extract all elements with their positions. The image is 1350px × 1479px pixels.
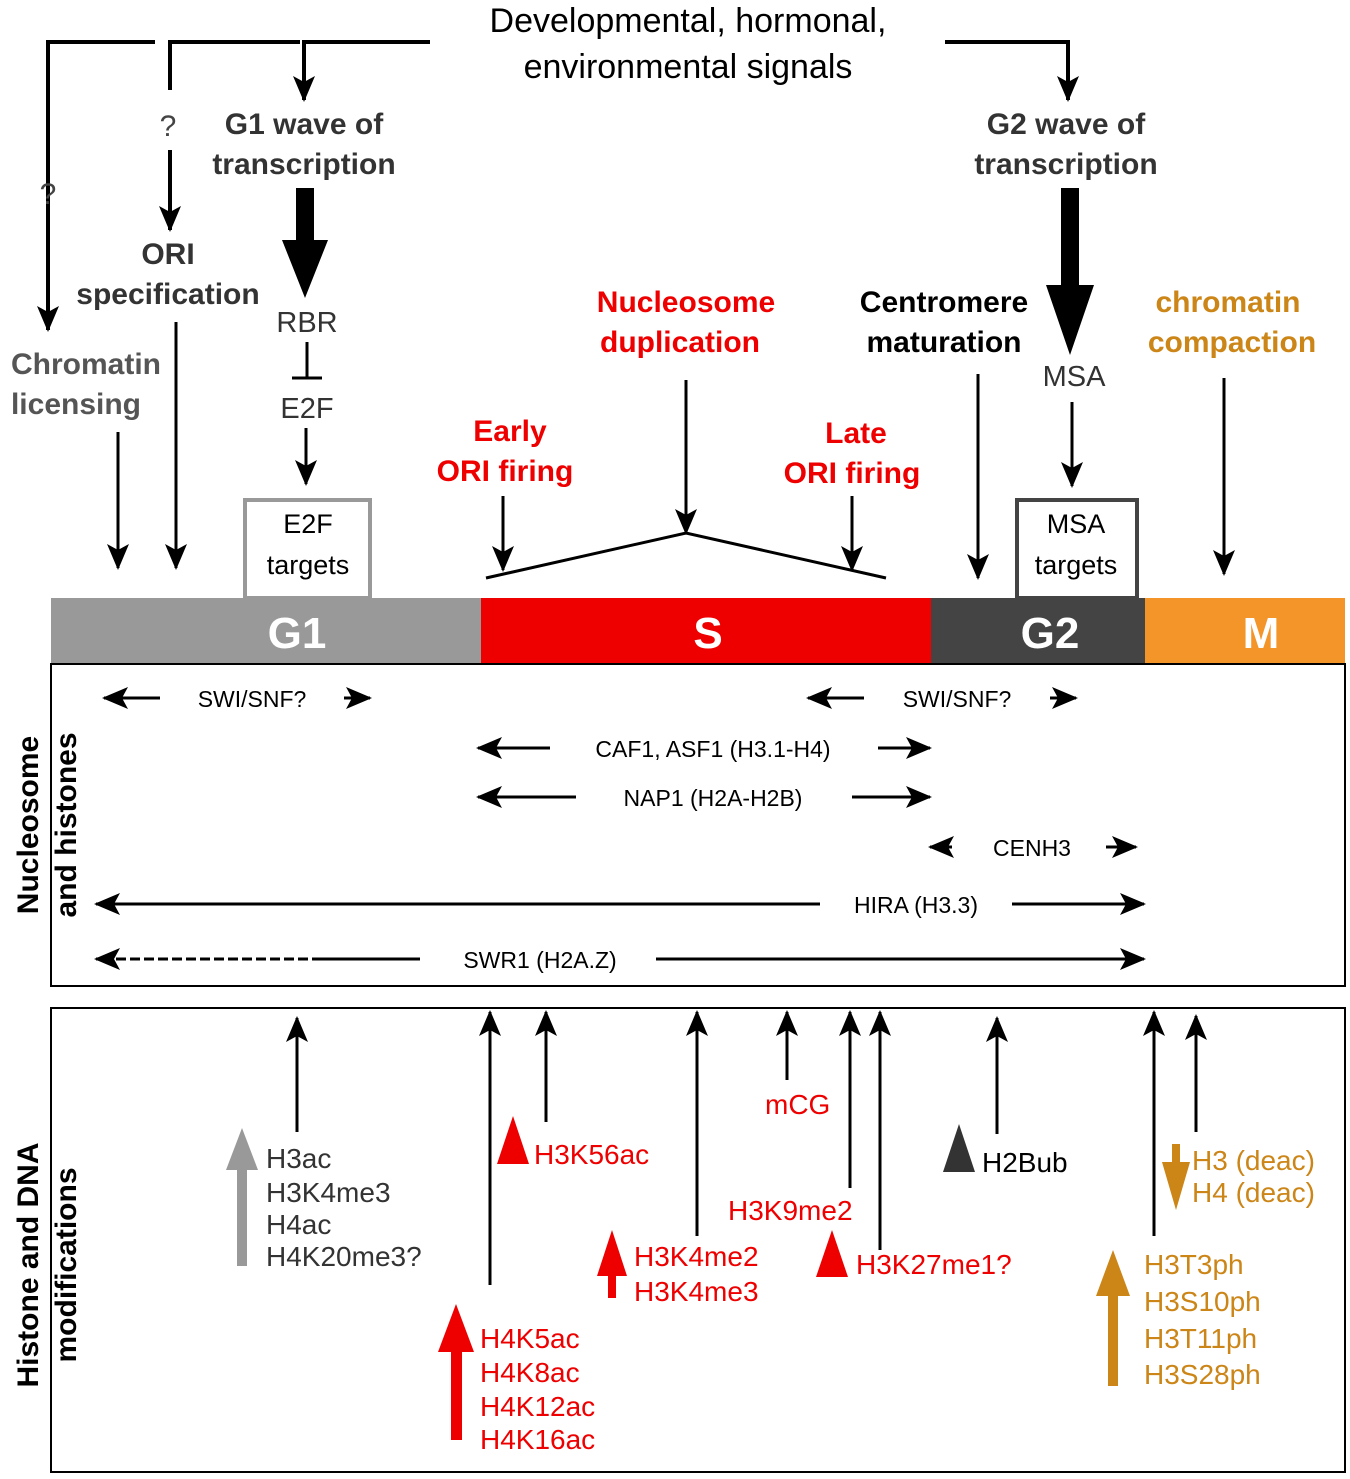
msa-label: MSA <box>1043 361 1107 393</box>
phase-g2-label: G2 <box>1021 609 1080 658</box>
g1-mark-1: H3K4me3 <box>266 1177 391 1208</box>
h3k9me2-label: H3K9me2 <box>728 1195 853 1226</box>
nucleosome-panel <box>50 663 1346 987</box>
h3k56ac-triangle <box>497 1116 529 1164</box>
ph-mark-1: H3S10ph <box>1144 1286 1261 1317</box>
g2-wave-line2: transcription <box>974 148 1157 181</box>
h4-mark-0: H4K5ac <box>480 1323 580 1354</box>
msa-targets-line2: targets <box>1035 550 1118 580</box>
cenh3-label: CENH3 <box>993 835 1071 861</box>
g1-increase-arrow <box>226 1128 258 1266</box>
ph-mark-2: H3T11ph <box>1144 1323 1257 1354</box>
ori-spec-line1: ORI <box>141 238 194 271</box>
deac-marks: H3 (deac) H4 (deac) <box>1192 1145 1315 1208</box>
phase-g1-label: G1 <box>268 609 327 658</box>
msa-targets-line1: MSA <box>1047 509 1106 539</box>
nucleosome-side-line1: Nucleosome <box>12 736 45 914</box>
nuc-dup-line2: duplication <box>600 326 760 359</box>
modifications-side-line2: modifications <box>50 1167 83 1362</box>
h3k4-mark-0: H3K4me2 <box>634 1241 759 1272</box>
signal-connectors <box>37 40 1079 332</box>
hira-label: HIRA (H3.3) <box>854 892 978 918</box>
phase-s-bar <box>481 598 931 664</box>
e2f-label: E2F <box>280 393 333 425</box>
nucleosome-side-label: Nucleosome and histones <box>12 732 83 917</box>
top-down-arrows <box>107 322 1235 580</box>
compaction-line2: compaction <box>1148 326 1316 359</box>
deac-mark-1: H4 (deac) <box>1192 1177 1315 1208</box>
early-ori-line1: Early <box>473 415 547 448</box>
g1-wave-line2: transcription <box>212 148 395 181</box>
signals-title-line2: environmental signals <box>524 48 853 86</box>
h3k56ac-label: H3K56ac <box>534 1139 649 1170</box>
licensing-line1: Chromatin <box>11 348 161 381</box>
swisnf-g1-label: SWI/SNF? <box>198 686 307 712</box>
signal-to-g2-wave-arrow <box>945 40 1079 102</box>
h4-marks: H4K5ac H4K8ac H4K12ac H4K16ac <box>480 1323 595 1455</box>
modifications-side-line1: Histone and DNA <box>12 1142 45 1387</box>
e2f-targets-box <box>243 498 372 600</box>
late-ori-line2: ORI firing <box>784 457 921 490</box>
early-ori-line2: ORI firing <box>437 455 574 488</box>
signal-to-ori-line <box>168 40 300 90</box>
h4-mark-1: H4K8ac <box>480 1357 580 1388</box>
g2-wave-line1: G2 wave of <box>987 108 1146 141</box>
compaction-line1: chromatin <box>1155 286 1300 319</box>
deac-decrease-arrow <box>1162 1144 1190 1210</box>
signals-title-line1: Developmental, hormonal, <box>490 2 887 40</box>
replication-wedge <box>485 531 887 580</box>
phase-s-label: S <box>693 609 722 658</box>
licensing-line2: licensing <box>11 388 141 421</box>
h2bub-triangle <box>943 1124 975 1172</box>
e2f-targets-line2: targets <box>267 550 350 580</box>
swr1-label: SWR1 (H2A.Z) <box>463 947 616 973</box>
nuc-dup-line1: Nucleosome <box>597 286 775 319</box>
h2bub-label: H2Bub <box>982 1147 1068 1178</box>
phase-m-bar <box>1145 598 1345 664</box>
h3k27me1-triangle <box>816 1230 848 1277</box>
nucleosome-range-arrows <box>94 687 1146 970</box>
rbr-inhibits-e2f <box>292 342 322 380</box>
rbr-label: RBR <box>276 307 337 339</box>
phase-g2-bar <box>931 598 1145 664</box>
h3k4-mark-1: H3K4me3 <box>634 1276 759 1307</box>
ph-increase-arrow <box>1096 1250 1130 1386</box>
centromere-line2: maturation <box>866 326 1021 359</box>
h3k4-increase-arrow <box>597 1230 627 1298</box>
ph-mark-0: H3T3ph <box>1144 1249 1244 1280</box>
late-ori-line1: Late <box>825 417 887 450</box>
ph-marks: H3T3ph H3S10ph H3T11ph H3S28ph <box>1144 1249 1261 1390</box>
centromere-line1: Centromere <box>860 286 1028 319</box>
ph-mark-3: H3S28ph <box>1144 1359 1261 1390</box>
e2f-targets-line1: E2F <box>283 509 333 539</box>
phase-m-label: M <box>1243 609 1280 658</box>
h3k27me1-label: H3K27me1? <box>856 1249 1012 1280</box>
g1-thick-arrow <box>282 188 328 298</box>
question-mark-licensing: ? <box>40 178 57 211</box>
mcg-label: mCG <box>765 1089 830 1120</box>
h4ac-increase-arrow <box>438 1304 474 1440</box>
g2-thick-arrow <box>1046 188 1094 355</box>
phase-g1-bar <box>51 598 481 664</box>
g1-mark-2: H4ac <box>266 1209 331 1240</box>
h4-mark-2: H4K12ac <box>480 1391 595 1422</box>
ori-spec-line2: specification <box>76 278 259 311</box>
g1-marks: H3ac H3K4me3 H4ac H4K20me3? <box>266 1143 422 1272</box>
g1-mark-3: H4K20me3? <box>266 1241 422 1272</box>
signal-to-g1-wave-arrow <box>293 40 430 102</box>
caf1-label: CAF1, ASF1 (H3.1-H4) <box>595 736 830 762</box>
deac-mark-0: H3 (deac) <box>1192 1145 1315 1176</box>
question-mark-ori: ? <box>160 110 177 143</box>
nucleosome-side-line2: and histones <box>50 732 83 917</box>
modifications-side-label: Histone and DNA modifications <box>12 1142 83 1387</box>
h4-mark-3: H4K16ac <box>480 1424 595 1455</box>
modification-up-arrows <box>286 1010 1207 1285</box>
nap1-label: NAP1 (H2A-H2B) <box>624 785 803 811</box>
h3k4-marks: H3K4me2 H3K4me3 <box>634 1241 759 1307</box>
g1-mark-0: H3ac <box>266 1143 331 1174</box>
modifications-panel <box>50 1007 1346 1473</box>
swisnf-g2-label: SWI/SNF? <box>903 686 1012 712</box>
g1-wave-line1: G1 wave of <box>225 108 384 141</box>
